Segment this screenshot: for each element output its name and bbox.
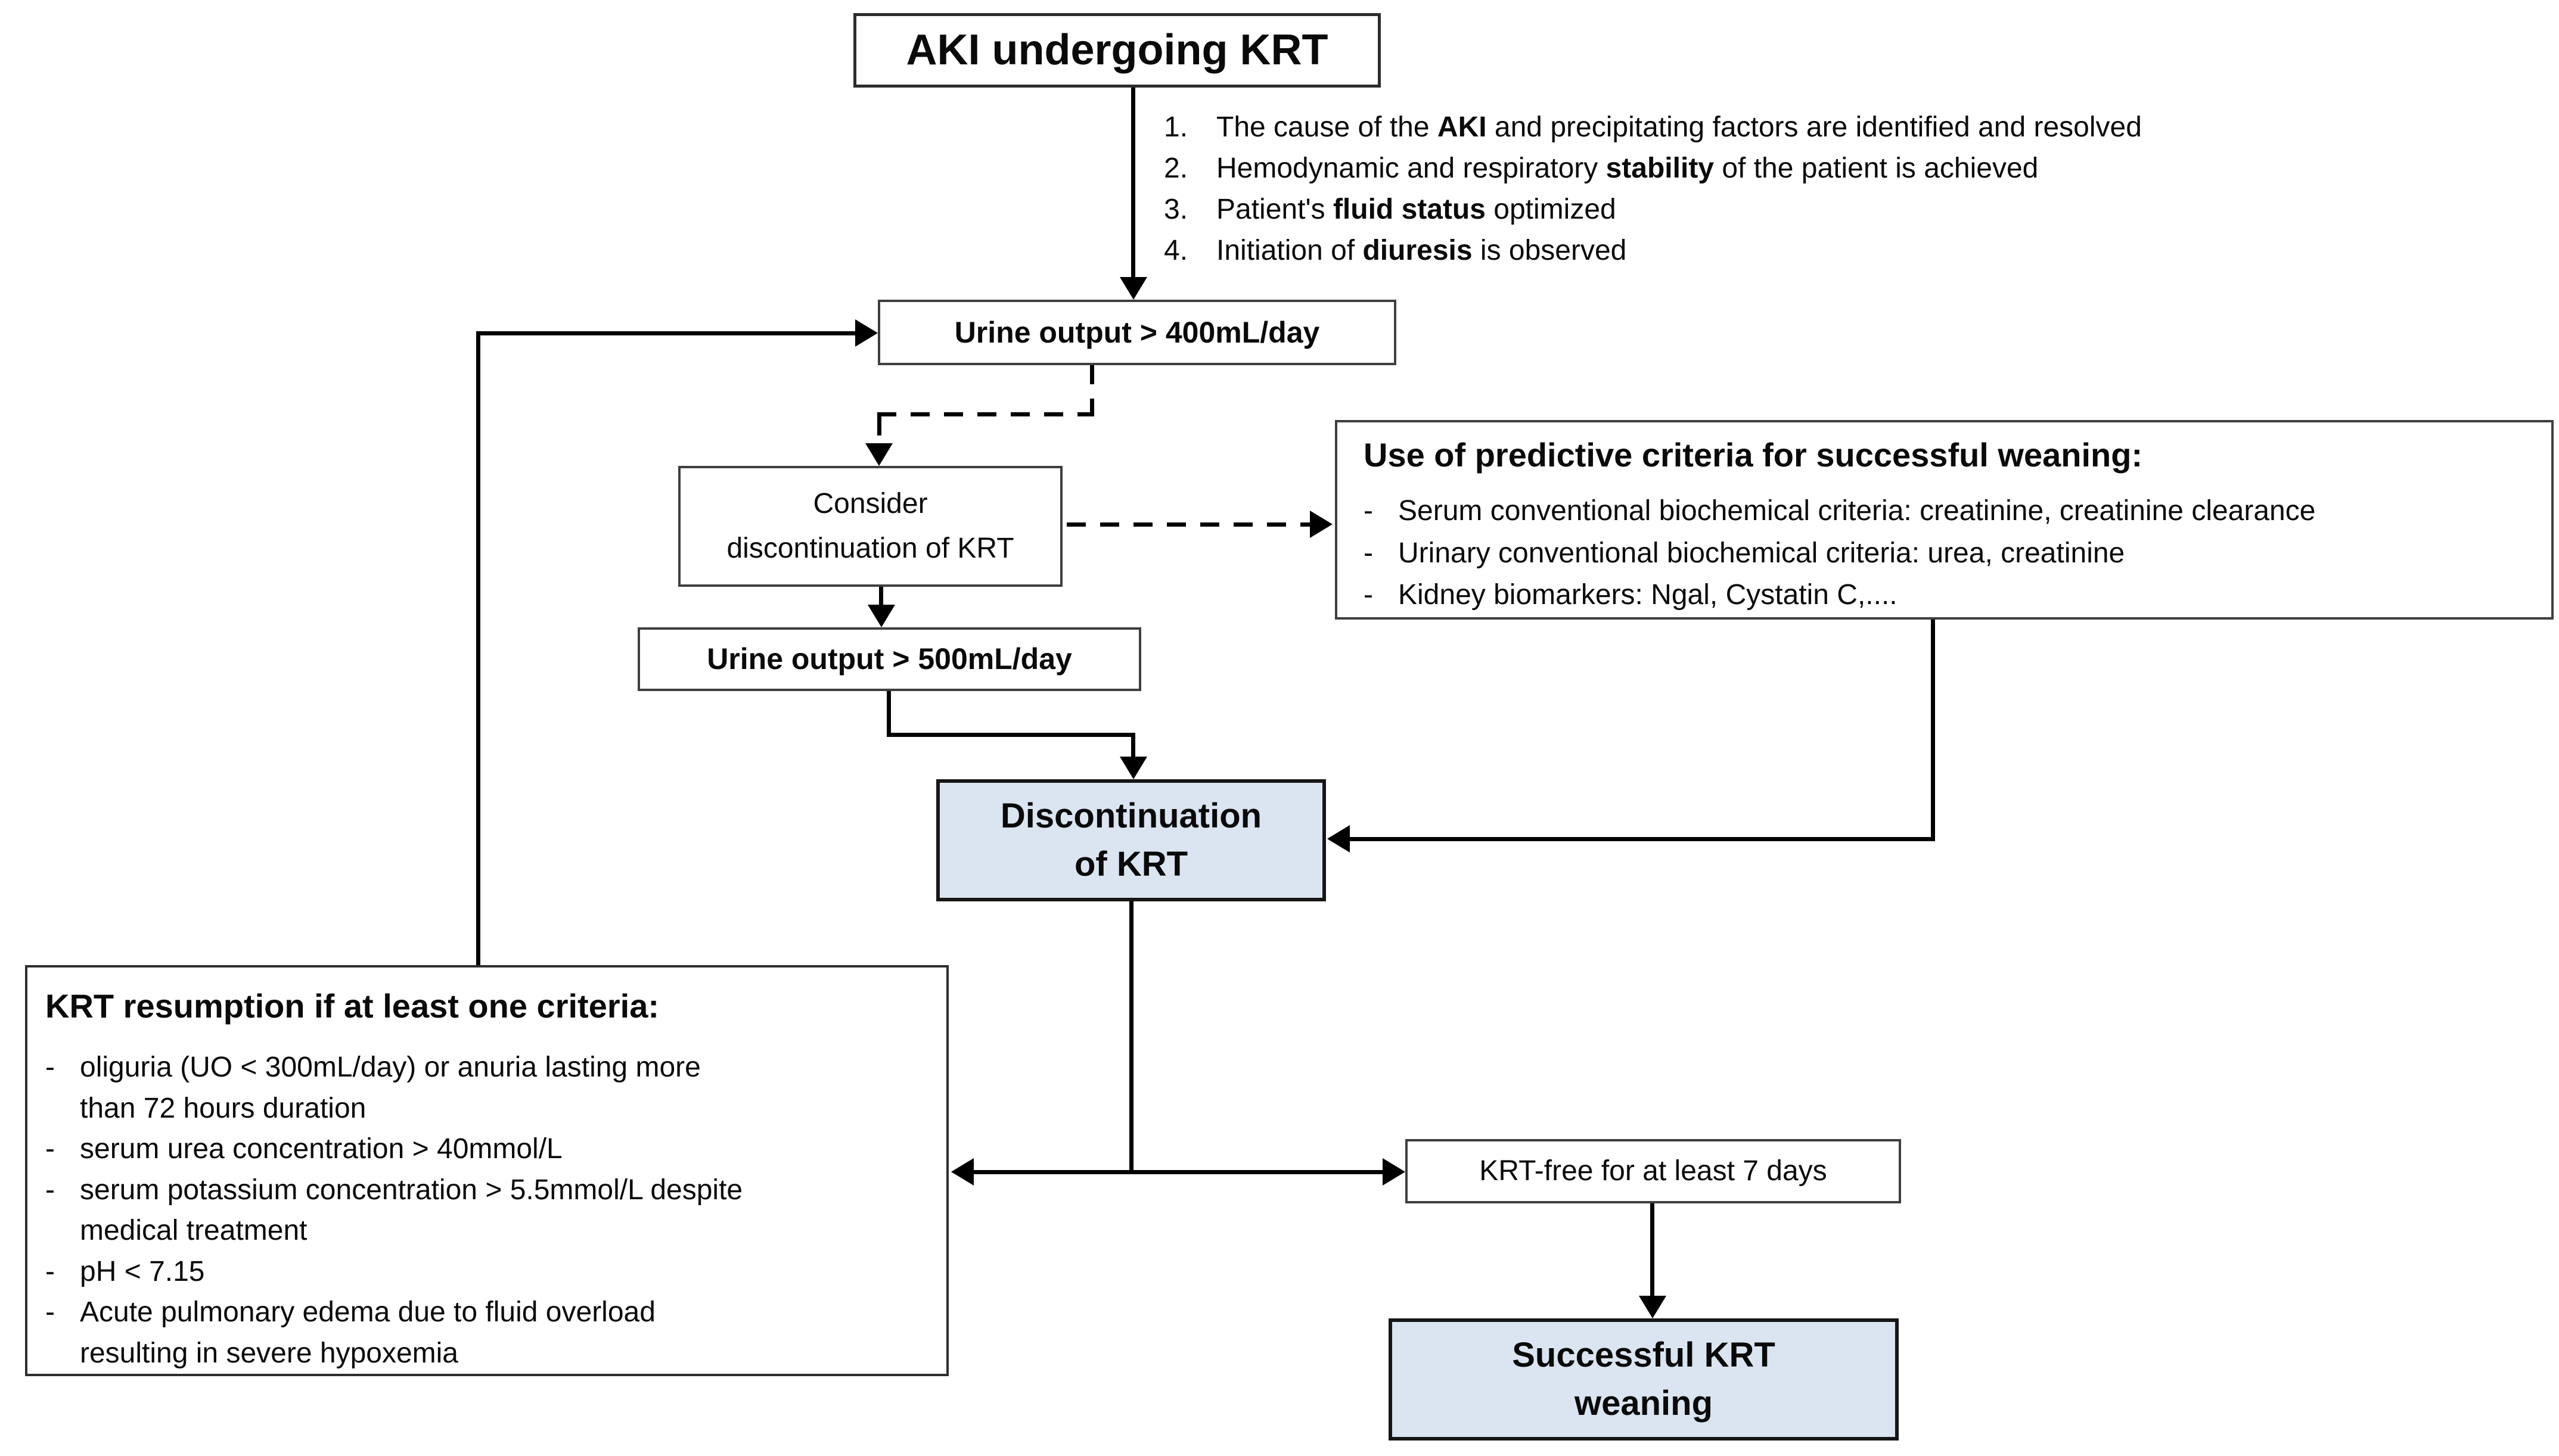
- node-krt-free-label: KRT-free for at least 7 days: [1479, 1155, 1827, 1187]
- bullet-dash: -: [45, 1296, 55, 1328]
- predictive-item-text: Serum conventional biochemical criteria:…: [1398, 495, 2316, 527]
- node-predictive-criteria: Use of predictive criteria for successfu…: [1335, 420, 2554, 620]
- resumption-item: medical treatment: [45, 1211, 932, 1252]
- arrowhead-into-discontinuation-top: [1120, 757, 1147, 779]
- resumption-item-text: pH < 7.15: [80, 1255, 205, 1287]
- node-krt-resumption-criteria: KRT resumption if at least one criteria:…: [25, 965, 949, 1376]
- precondition-number: 2.: [1164, 153, 1188, 184]
- predictive-item-text: Urinary conventional biochemical criteri…: [1398, 537, 2125, 569]
- connector-start-to-urine400: [1131, 88, 1135, 279]
- node-aki-undergoing-krt-label: AKI undergoing KRT: [906, 26, 1328, 74]
- connector-krtfree-to-success: [1650, 1203, 1654, 1298]
- connector-urine500-down: [887, 691, 891, 737]
- predictive-criteria-title: Use of predictive criteria for successfu…: [1364, 436, 2143, 474]
- precondition-text: The cause of the AKI and precipitating f…: [1216, 111, 2142, 143]
- node-consider-discontinuation: Consider discontinuation of KRT: [678, 466, 1063, 587]
- discontinuation-line-1: Discontinuation: [1000, 797, 1262, 836]
- node-krt-free-7-days: KRT-free for at least 7 days: [1405, 1139, 1901, 1203]
- bullet-dash: -: [45, 1255, 55, 1287]
- connector-resumption-feedback-vertical: [476, 331, 480, 965]
- dashed-connector-into-consider: [877, 416, 881, 445]
- arrowhead-into-urine400-top: [1120, 277, 1147, 300]
- precondition-item: 2. Hemodynamic and respiratory stability…: [1164, 152, 2142, 193]
- precondition-text: Patient's fluid status optimized: [1216, 194, 1616, 225]
- precondition-item: 1. The cause of the AKI and precipitatin…: [1164, 111, 2142, 152]
- resumption-item: - oliguria (UO < 300mL/day) or anuria la…: [45, 1047, 932, 1088]
- node-urine-output-400-label: Urine output > 400mL/day: [954, 315, 1320, 349]
- node-aki-undergoing-krt: AKI undergoing KRT: [853, 13, 1381, 88]
- predictive-item-text: Kidney biomarkers: Ngal, Cystatin C,....: [1398, 579, 1897, 611]
- resumption-item-text: Acute pulmonary edema due to fluid overl…: [80, 1296, 656, 1328]
- bullet-dash: -: [45, 1133, 55, 1165]
- success-line-1: Successful KRT: [1512, 1336, 1775, 1375]
- consider-line-1: Consider: [813, 488, 928, 520]
- resumption-item: - pH < 7.15: [45, 1252, 932, 1293]
- precondition-number: 4.: [1164, 235, 1188, 266]
- resumption-item-text: serum potassium concentration > 5.5mmol/…: [80, 1174, 743, 1206]
- dashed-connector-consider-to-predictive: [1067, 522, 1310, 527]
- precondition-item: 4. Initiation of diuresis is observed: [1164, 234, 2142, 275]
- dashed-connector-urine400-down: [1090, 365, 1094, 416]
- resumption-item-text: oliguria (UO < 300mL/day) or anuria last…: [80, 1051, 701, 1083]
- resumption-item-text: serum urea concentration > 40mmol/L: [80, 1133, 563, 1165]
- bullet-dash: -: [1364, 579, 1373, 611]
- bullet-dash: -: [45, 1051, 55, 1083]
- node-urine-output-500-label: Urine output > 500mL/day: [707, 642, 1072, 676]
- bullet-dash: -: [45, 1174, 55, 1206]
- node-discontinuation-of-krt: Discontinuation of KRT: [936, 779, 1326, 901]
- arrowhead-into-consider-top: [865, 443, 893, 466]
- resumption-item: - serum urea concentration > 40mmol/L: [45, 1129, 932, 1170]
- resumption-item-text: resulting in severe hypoxemia: [80, 1337, 458, 1369]
- node-urine-output-500: Urine output > 500mL/day: [638, 627, 1141, 691]
- precondition-text: Initiation of diuresis is observed: [1216, 235, 1627, 266]
- bullet-dash: -: [1364, 537, 1373, 569]
- discontinuation-line-2: of KRT: [1074, 844, 1188, 883]
- resumption-item: resulting in severe hypoxemia: [45, 1333, 932, 1374]
- resumption-item-text: medical treatment: [80, 1215, 308, 1246]
- bullet-dash: -: [1364, 495, 1373, 527]
- arrowhead-into-urine500-top: [868, 605, 895, 627]
- connector-resumption-feedback-horizontal: [476, 331, 858, 335]
- success-line-2: weaning: [1574, 1383, 1713, 1423]
- resumption-item-text: than 72 hours duration: [80, 1092, 367, 1124]
- consider-line-2: discontinuation of KRT: [726, 532, 1014, 564]
- node-urine-output-400: Urine output > 400mL/day: [878, 300, 1396, 365]
- arrowhead-into-predictive-left: [1310, 511, 1333, 538]
- connector-predictive-left: [1349, 837, 1935, 841]
- arrowhead-into-resumption-right: [951, 1158, 974, 1186]
- precondition-number: 1.: [1164, 111, 1188, 143]
- precondition-number: 3.: [1164, 194, 1188, 225]
- arrowhead-into-krtfree-left: [1383, 1158, 1405, 1186]
- predictive-criteria-item: - Kidney biomarkers: Ngal, Cystatin C,..…: [1364, 575, 2535, 617]
- connector-junction-horizontal: [971, 1170, 1383, 1174]
- resumption-item: than 72 hours duration: [45, 1088, 932, 1130]
- connector-consider-to-urine500: [879, 587, 883, 607]
- connector-predictive-down: [1931, 620, 1935, 841]
- connector-discontinuation-down: [1129, 901, 1133, 1174]
- arrowhead-into-discontinuation-right: [1327, 825, 1350, 853]
- precondition-list: 1. The cause of the AKI and precipitatin…: [1164, 111, 2142, 275]
- node-successful-krt-weaning: Successful KRT weaning: [1389, 1318, 1899, 1441]
- connector-into-discontinuation: [1131, 733, 1135, 758]
- predictive-criteria-item: - Serum conventional biochemical criteri…: [1364, 491, 2535, 533]
- resumption-item: - serum potassium concentration > 5.5mmo…: [45, 1170, 932, 1211]
- precondition-text: Hemodynamic and respiratory stability of…: [1216, 153, 2039, 184]
- resumption-item: - Acute pulmonary edema due to fluid ove…: [45, 1292, 932, 1333]
- precondition-item: 3. Patient's fluid status optimized: [1164, 193, 2142, 234]
- dashed-connector-urine400-left: [877, 412, 1094, 416]
- arrowhead-into-urine400-left: [855, 319, 878, 347]
- arrowhead-into-success-top: [1639, 1296, 1666, 1318]
- predictive-criteria-item: - Urinary conventional biochemical crite…: [1364, 533, 2535, 575]
- krt-resumption-title: KRT resumption if at least one criteria:: [45, 987, 659, 1025]
- connector-urine500-right: [887, 733, 1135, 737]
